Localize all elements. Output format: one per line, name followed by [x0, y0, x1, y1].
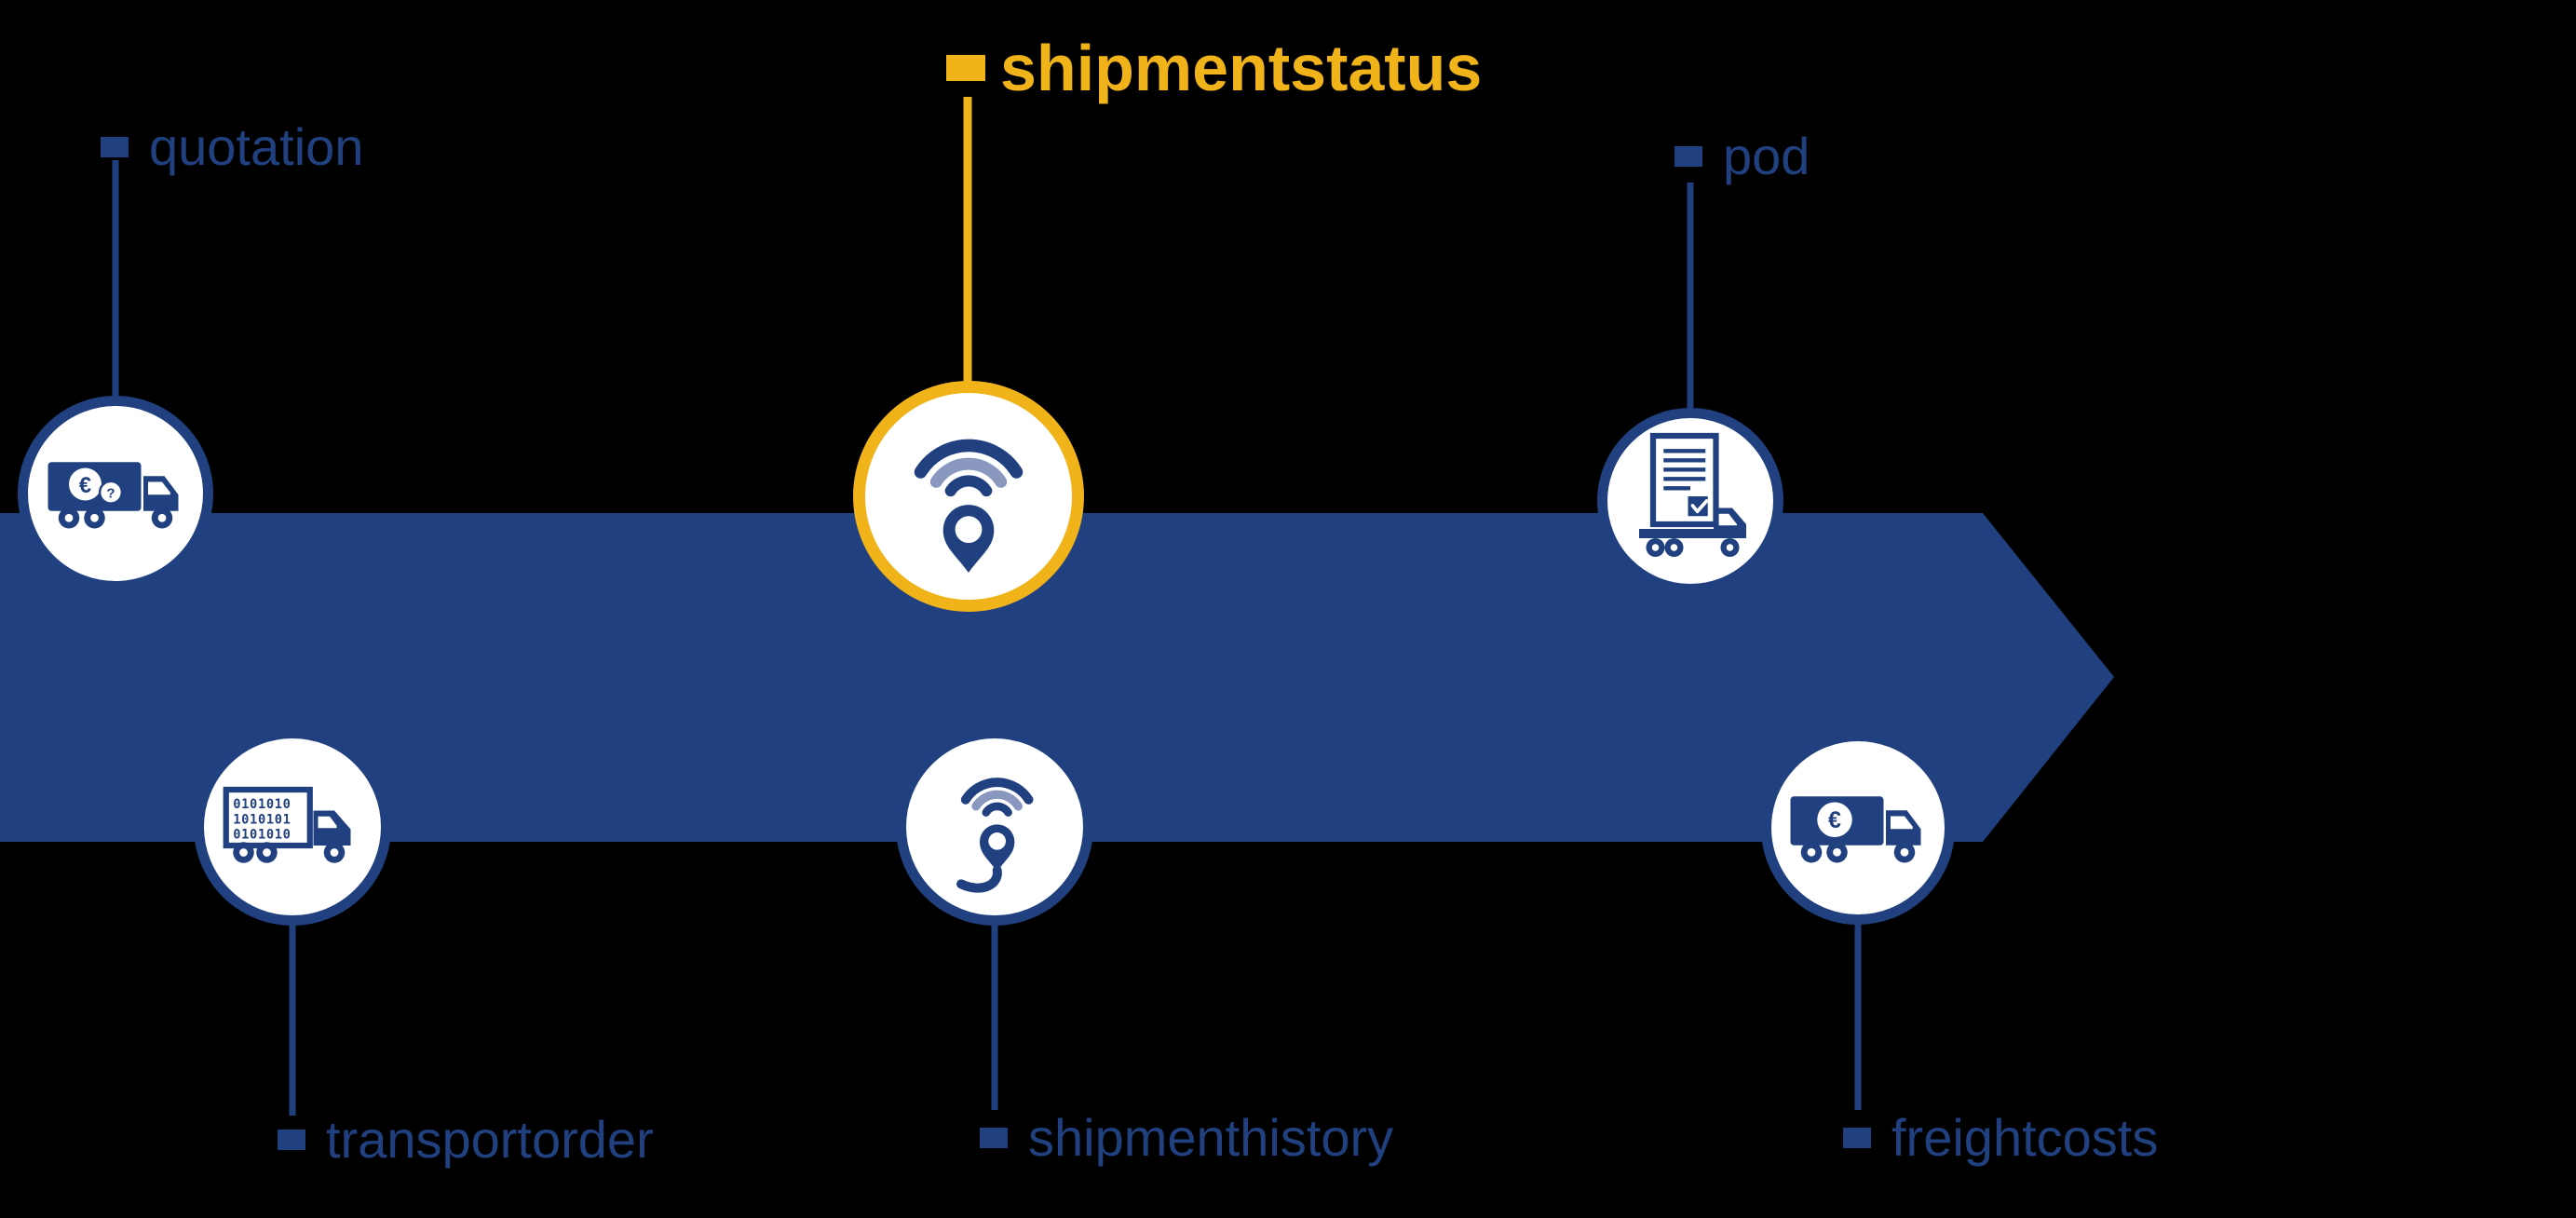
stage-label-transportorder: transportorder	[278, 1114, 654, 1166]
euro-question-coins: € ?	[69, 467, 124, 505]
label-text: freightcosts	[1891, 1108, 2159, 1167]
binary-data-text: 0101010 1010101 0101010	[233, 797, 291, 843]
label-text: shipmentstatus	[1000, 32, 1483, 104]
checkmark	[1690, 499, 1709, 514]
stage-label-pod: pod	[1674, 130, 1810, 183]
binary-line-3: 0101010	[233, 828, 291, 843]
label-bullet-square	[946, 55, 985, 81]
process-flow-arrow	[0, 513, 2114, 842]
location-pin	[942, 505, 995, 573]
truck-shape	[1639, 508, 1746, 557]
route-trail	[956, 865, 1002, 893]
stage-node-pod	[1597, 408, 1783, 594]
label-text: shipmenthistory	[1028, 1108, 1394, 1167]
euro-coin-glyph: €	[1828, 807, 1841, 833]
wifi-arcs	[960, 778, 1034, 817]
truck-euro-icon: €	[1790, 796, 1921, 863]
truck-euro-quote-icon: € ?	[47, 462, 179, 529]
binary-line-2: 1010101	[233, 812, 291, 827]
label-bullet-square	[1843, 1128, 1871, 1148]
euro-coin-glyph: €	[79, 473, 91, 498]
gps-pin-wifi-icon	[914, 439, 1024, 573]
label-bullet-square	[101, 137, 129, 157]
wifi-arcs	[914, 439, 1024, 497]
stage-node-transportorder: 0101010 1010101 0101010	[194, 728, 391, 926]
stage-node-shipmentstatus	[853, 381, 1084, 612]
label-bullet-square	[1674, 146, 1702, 167]
label-bullet-square	[278, 1130, 305, 1150]
delivery-document	[1649, 432, 1719, 528]
stage-node-shipmenthistory	[896, 728, 1093, 926]
location-pin	[980, 824, 1015, 872]
binary-line-1: 0101010	[233, 797, 291, 812]
truck-shape	[223, 786, 351, 863]
label-text: pod	[1723, 127, 1810, 185]
stage-label-shipmenthistory: shipmenthistory	[980, 1112, 1393, 1164]
stage-node-freightcosts: €	[1761, 731, 1955, 925]
gps-pin-route-icon	[956, 778, 1034, 893]
stage-label-shipmentstatus: shipmentstatus	[946, 35, 1482, 101]
stage-node-quotation: € ?	[18, 396, 213, 591]
truck-binary-icon: 0101010 1010101 0101010	[223, 786, 351, 863]
question-coin-glyph: ?	[106, 485, 115, 501]
label-text: transportorder	[326, 1110, 654, 1169]
stage-label-quotation: quotation	[101, 121, 363, 173]
truck-shape	[1790, 796, 1921, 863]
label-text: quotation	[149, 117, 364, 176]
document-check-truck-icon	[1639, 432, 1746, 557]
stage-label-freightcosts: freightcosts	[1843, 1112, 2158, 1164]
label-bullet-square	[980, 1128, 1008, 1148]
euro-coin: €	[1817, 802, 1852, 837]
